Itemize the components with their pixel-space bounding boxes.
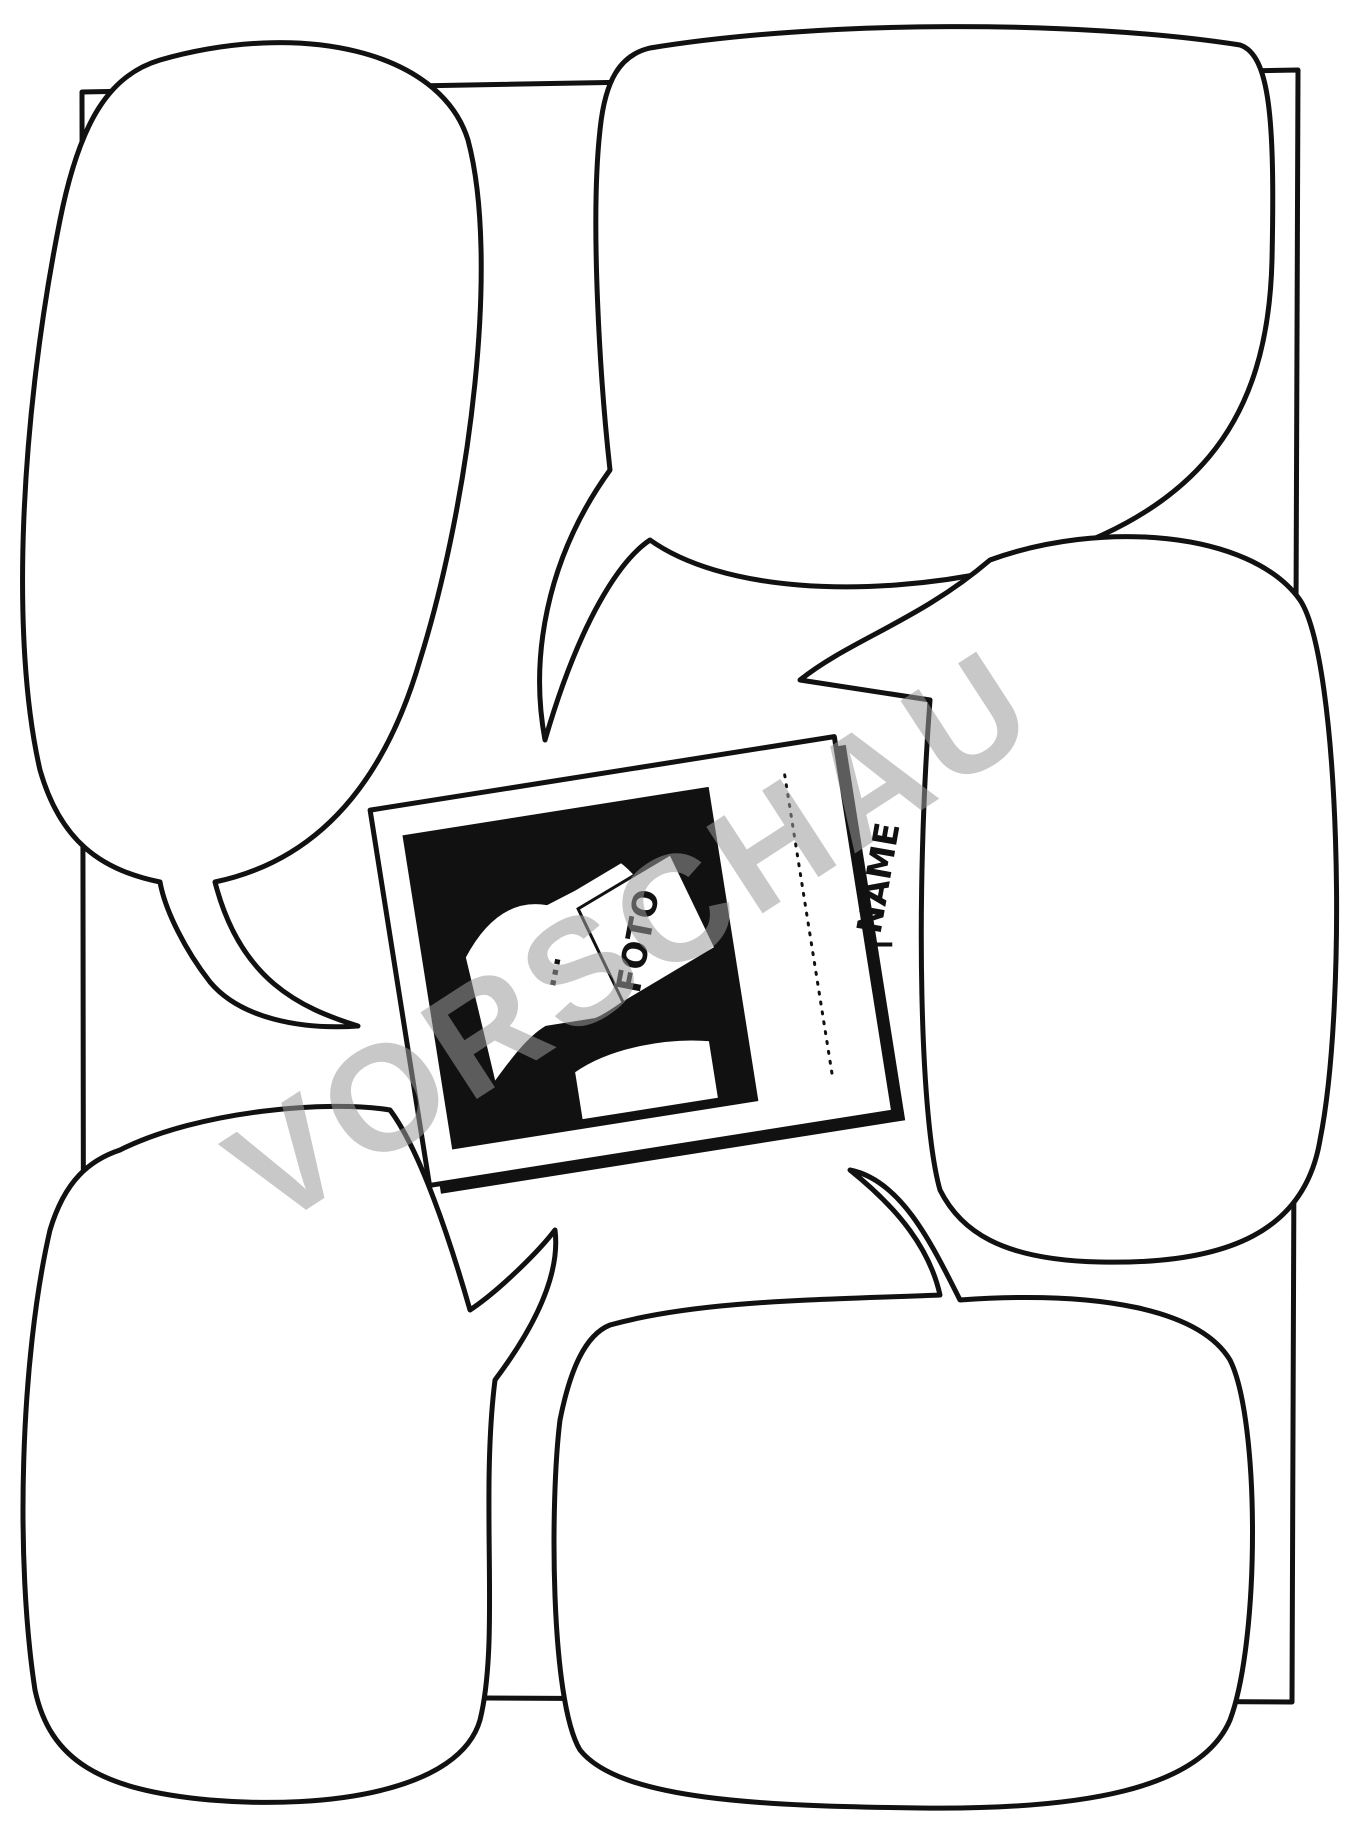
name-arrow-icon: ← (866, 924, 895, 964)
